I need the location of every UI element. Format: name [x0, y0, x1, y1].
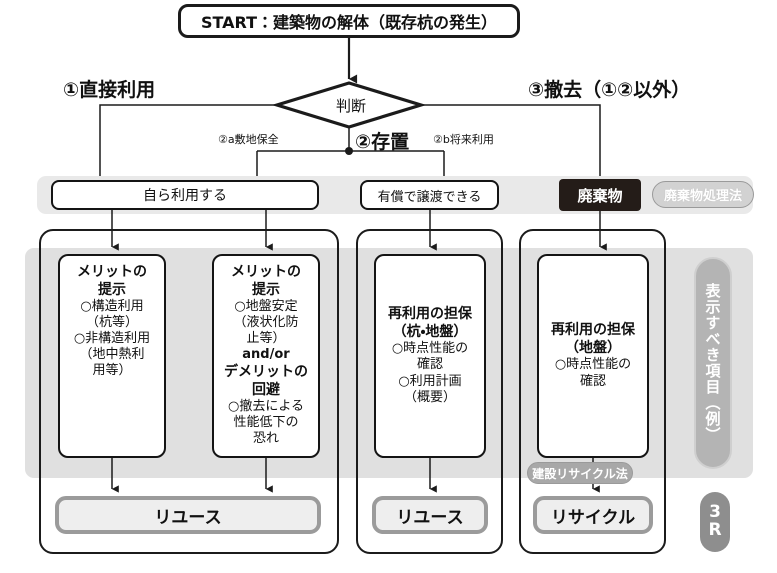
start-box: START：建築物の解体（既存杭の発生）: [178, 4, 520, 38]
detail-title-line2: （地盤）: [565, 339, 621, 356]
detail-title: メリットの: [231, 264, 301, 280]
detail-item: （概要）: [403, 389, 456, 405]
detail-item: 用等）: [92, 363, 132, 379]
side-badge-3r: 3 R: [700, 492, 730, 552]
detail-item: ○時点性能の: [554, 357, 632, 373]
detail-item: ○構造利用: [80, 299, 144, 314]
detail-item: 恐れ: [252, 431, 279, 447]
detail-conjunction: and/or: [242, 347, 290, 363]
detail-title-secondary-line2: 回避: [252, 381, 280, 398]
decision-label: 判断: [335, 96, 366, 115]
detail-item: 止等）: [246, 331, 286, 347]
detail-item: （杭等）: [85, 315, 138, 331]
group-container-waste: [519, 229, 666, 554]
detail-box-merit-structural: メリットの 提示 ○構造利用 （杭等） ○非構造利用 （地中熱利 用等）: [58, 254, 166, 458]
detail-item: ○撤去による: [228, 399, 304, 415]
detail-item: （地中熱利: [79, 347, 145, 363]
branch-sublabel-future-use: ②b将来利用: [433, 133, 494, 146]
detail-item: ○地盤安定: [234, 299, 298, 314]
detail-item: ○時点性能の: [391, 341, 469, 357]
three-r-digit: 3: [709, 502, 721, 523]
group-container-own-use: [39, 229, 339, 554]
detail-title: 再利用の担保: [551, 322, 635, 339]
detail-title: 再利用の担保: [388, 306, 472, 323]
badge-construction-recycling-law: 建設リサイクル法: [527, 462, 633, 484]
category-sellable: 有償で譲渡できる: [360, 180, 499, 210]
detail-item: 性能低下の: [233, 415, 299, 431]
category-own-use: 自ら利用する: [51, 180, 319, 210]
branch-label-direct-use: ①直接利用: [63, 79, 156, 101]
detail-item: 確認: [416, 357, 443, 373]
side-label-display-items: 表示すべき項目（例）: [694, 257, 732, 469]
detail-item: （液状化防: [233, 315, 299, 331]
detail-title: メリットの: [77, 264, 147, 280]
badge-waste-disposal-law: 廃棄物処理法: [652, 181, 754, 208]
branch-sublabel-site-preservation: ②a敷地保全: [218, 133, 279, 146]
detail-title-line2: 提示: [252, 281, 280, 298]
detail-title-line2: （杭・地盤）: [392, 323, 468, 340]
three-r-letter: R: [708, 520, 722, 540]
category-waste: 廃棄物: [559, 179, 641, 211]
detail-box-reuse-guarantee-pile-ground: 再利用の担保 （杭・地盤） ○時点性能の 確認 ○利用計画 （概要）: [374, 254, 486, 458]
detail-item: ○利用計画: [398, 373, 462, 389]
outcome-reuse-left: リユース: [55, 496, 321, 534]
group-container-sellable: [356, 229, 503, 554]
branch-label-retention: ②存置: [355, 131, 410, 153]
branch-label-removal: ③撤去（①②以外）: [528, 79, 691, 101]
detail-box-merit-demerit: メリットの 提示 ○地盤安定 （液状化防 止等） and/or デメリットの 回…: [212, 254, 320, 458]
detail-title-secondary: デメリットの: [224, 364, 308, 381]
detail-title-line2: 提示: [98, 281, 126, 298]
outcome-reuse-mid: リユース: [372, 496, 488, 534]
detail-box-reuse-guarantee-ground: 再利用の担保 （地盤） ○時点性能の 確認: [537, 254, 649, 458]
detail-item: ○非構造利用: [73, 331, 151, 347]
detail-item: 確認: [579, 373, 606, 389]
outcome-recycle: リサイクル: [533, 496, 653, 534]
